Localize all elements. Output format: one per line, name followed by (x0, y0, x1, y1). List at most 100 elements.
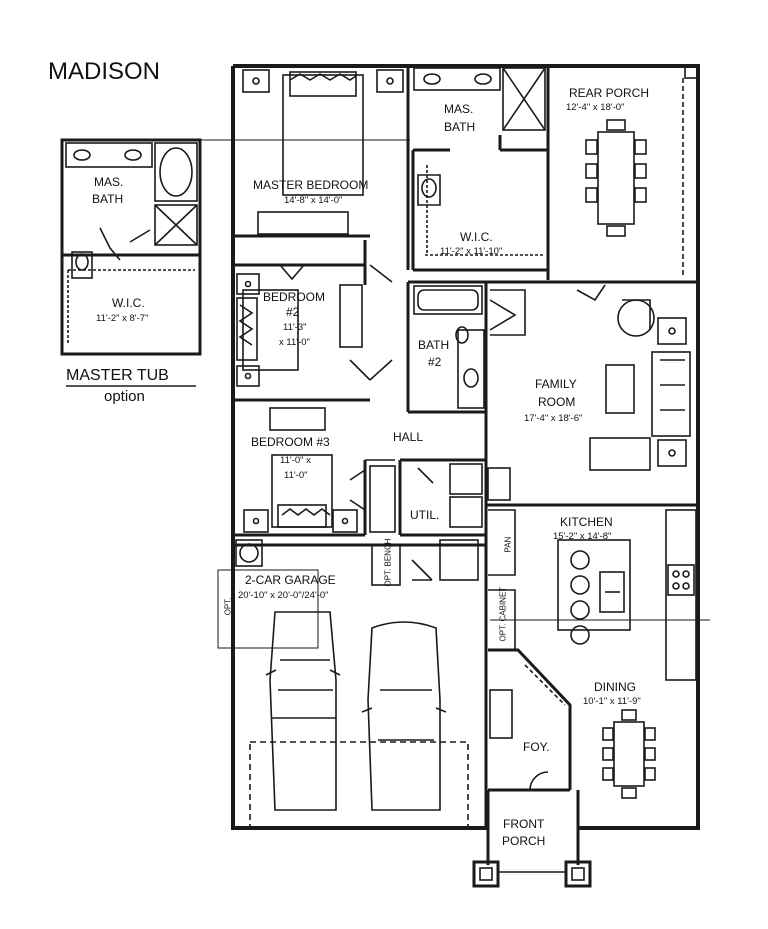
truck-icon (265, 611, 341, 811)
family-room-dims: 17'-4" x 18'-6" (524, 413, 583, 424)
garage-dims: 20'-10" x 20'-0"/24'-0" (238, 590, 329, 601)
hall-label: HALL (393, 430, 424, 444)
nightstand-icon (236, 273, 260, 295)
bedroom2-walls (233, 240, 370, 402)
front-porch (472, 771, 592, 888)
inset-mas-bath-label-1: MAS. (94, 175, 124, 189)
mas-bath-label-1: MAS. (444, 102, 474, 116)
stool-icon (570, 600, 590, 620)
porch-column-icon (472, 860, 500, 888)
car-icon (361, 621, 447, 811)
inset-caption: MASTER TUB (66, 367, 169, 384)
bedroom2-label-2: #2 (286, 305, 300, 319)
dining-dims: 10'-1" x 11'-9" (583, 696, 641, 707)
dresser-icon (269, 407, 326, 431)
front-porch-label-2: PORCH (502, 834, 546, 848)
master-suite-walls (233, 66, 550, 280)
nightstand-icon (376, 69, 404, 93)
coffee-table-icon (605, 364, 635, 414)
opt-bench (371, 544, 401, 586)
opt-garage-label: OPT. (223, 597, 233, 616)
nightstand-icon (242, 69, 270, 93)
bedroom3-walls (233, 460, 402, 537)
kitchen-counter (665, 509, 697, 681)
bedroom3-dims-1: 11'-0" x (280, 455, 311, 466)
master-bedroom-label: MASTER BEDROOM (253, 178, 369, 192)
wic-dims: 11'-2" x 11'-10" (440, 246, 503, 257)
dryer-icon (449, 496, 483, 528)
front-porch-label-1: FRONT (503, 817, 545, 831)
bedroom2-dims-2: x 11'-0" (279, 337, 310, 348)
nightstand-icon (332, 509, 358, 533)
closet-bedroom2 (339, 284, 363, 348)
bed-icon (242, 289, 299, 371)
kitchen-dims: 15'-2" x 14'-8" (553, 531, 612, 542)
hall-door-swings (349, 264, 393, 381)
foyer-wall (488, 648, 572, 790)
wic-label: W.I.C. (460, 230, 493, 244)
toilet-icon (455, 326, 469, 344)
end-table-icon (657, 317, 687, 345)
exterior-walls (231, 64, 700, 830)
inset-tub-option (60, 138, 202, 356)
pantry-icon (487, 467, 511, 501)
master-bedroom-dims: 14'-8" x 14'-0" (284, 195, 343, 206)
porch-column-icon (564, 860, 592, 888)
family-room-label-1: FAMILY (535, 377, 577, 391)
inset-caption-sub: option (104, 388, 145, 405)
master-shower (502, 67, 546, 131)
loveseat-icon (589, 437, 651, 471)
foyer-closet (489, 689, 513, 739)
inset-mas-bath-label-2: BATH (92, 192, 124, 206)
bedroom3-label: BEDROOM #3 (251, 435, 330, 449)
nightstand-icon (236, 365, 260, 387)
dining-label: DINING (594, 680, 636, 694)
dresser-icon (257, 211, 349, 235)
pantry-closet (488, 509, 516, 576)
bath2-walls (406, 280, 488, 505)
family-walls (486, 280, 698, 507)
inset-wic-label: W.I.C. (112, 296, 145, 310)
garage-extension-dashed (249, 741, 469, 829)
util-walls (400, 458, 486, 537)
stool-icon (570, 575, 590, 595)
inset-wic-dims: 11'-2" x 8'-7" (96, 313, 149, 324)
pan-label: PAN (503, 536, 513, 553)
closet-bedroom3 (369, 465, 396, 533)
stool-icon (570, 550, 590, 570)
family-room-label-2: ROOM (538, 395, 576, 409)
corner-post-icon (684, 65, 698, 79)
porch-table-icon (597, 131, 635, 225)
master-bath-vanity (413, 67, 501, 91)
bathtub-icon (413, 285, 483, 315)
kitchen-label: KITCHEN (560, 515, 613, 529)
bedroom2-dims-1: 11'-3" (283, 322, 307, 333)
util-label: UTIL. (410, 508, 440, 522)
master-bed-icon (282, 74, 364, 196)
stool-icon (570, 625, 590, 645)
opt-cabinet-label: OPT. CABINET (498, 586, 508, 642)
plan-title: MADISON (48, 58, 161, 85)
garage-label: 2-CAR GARAGE (245, 573, 336, 587)
opt-bench-label: OPT. BENCH (383, 538, 393, 587)
kitchen-island (557, 539, 631, 631)
mas-bath-label-2: BATH (444, 120, 476, 134)
toilet-icon (75, 253, 89, 271)
garage-walls (233, 505, 488, 828)
rear-porch-label: REAR PORCH (569, 86, 650, 100)
bath-vanity (457, 329, 485, 409)
rear-porch-dims: 12'-4" x 18'-0" (566, 102, 625, 113)
bedroom2-label-1: BEDROOM (263, 290, 326, 304)
end-table-icon (657, 439, 687, 467)
water-heater-icon (235, 539, 263, 567)
chair-icon (617, 299, 655, 337)
dining-table-icon (613, 721, 645, 787)
bath2-label-2: #2 (428, 355, 442, 369)
fireplace-icon (490, 289, 526, 336)
washer-icon (449, 463, 483, 495)
tub-icon (159, 147, 193, 197)
range-icon (667, 564, 695, 596)
bedroom3-dims-2: 11'-0" (284, 470, 308, 481)
toilet-icon (417, 174, 441, 206)
